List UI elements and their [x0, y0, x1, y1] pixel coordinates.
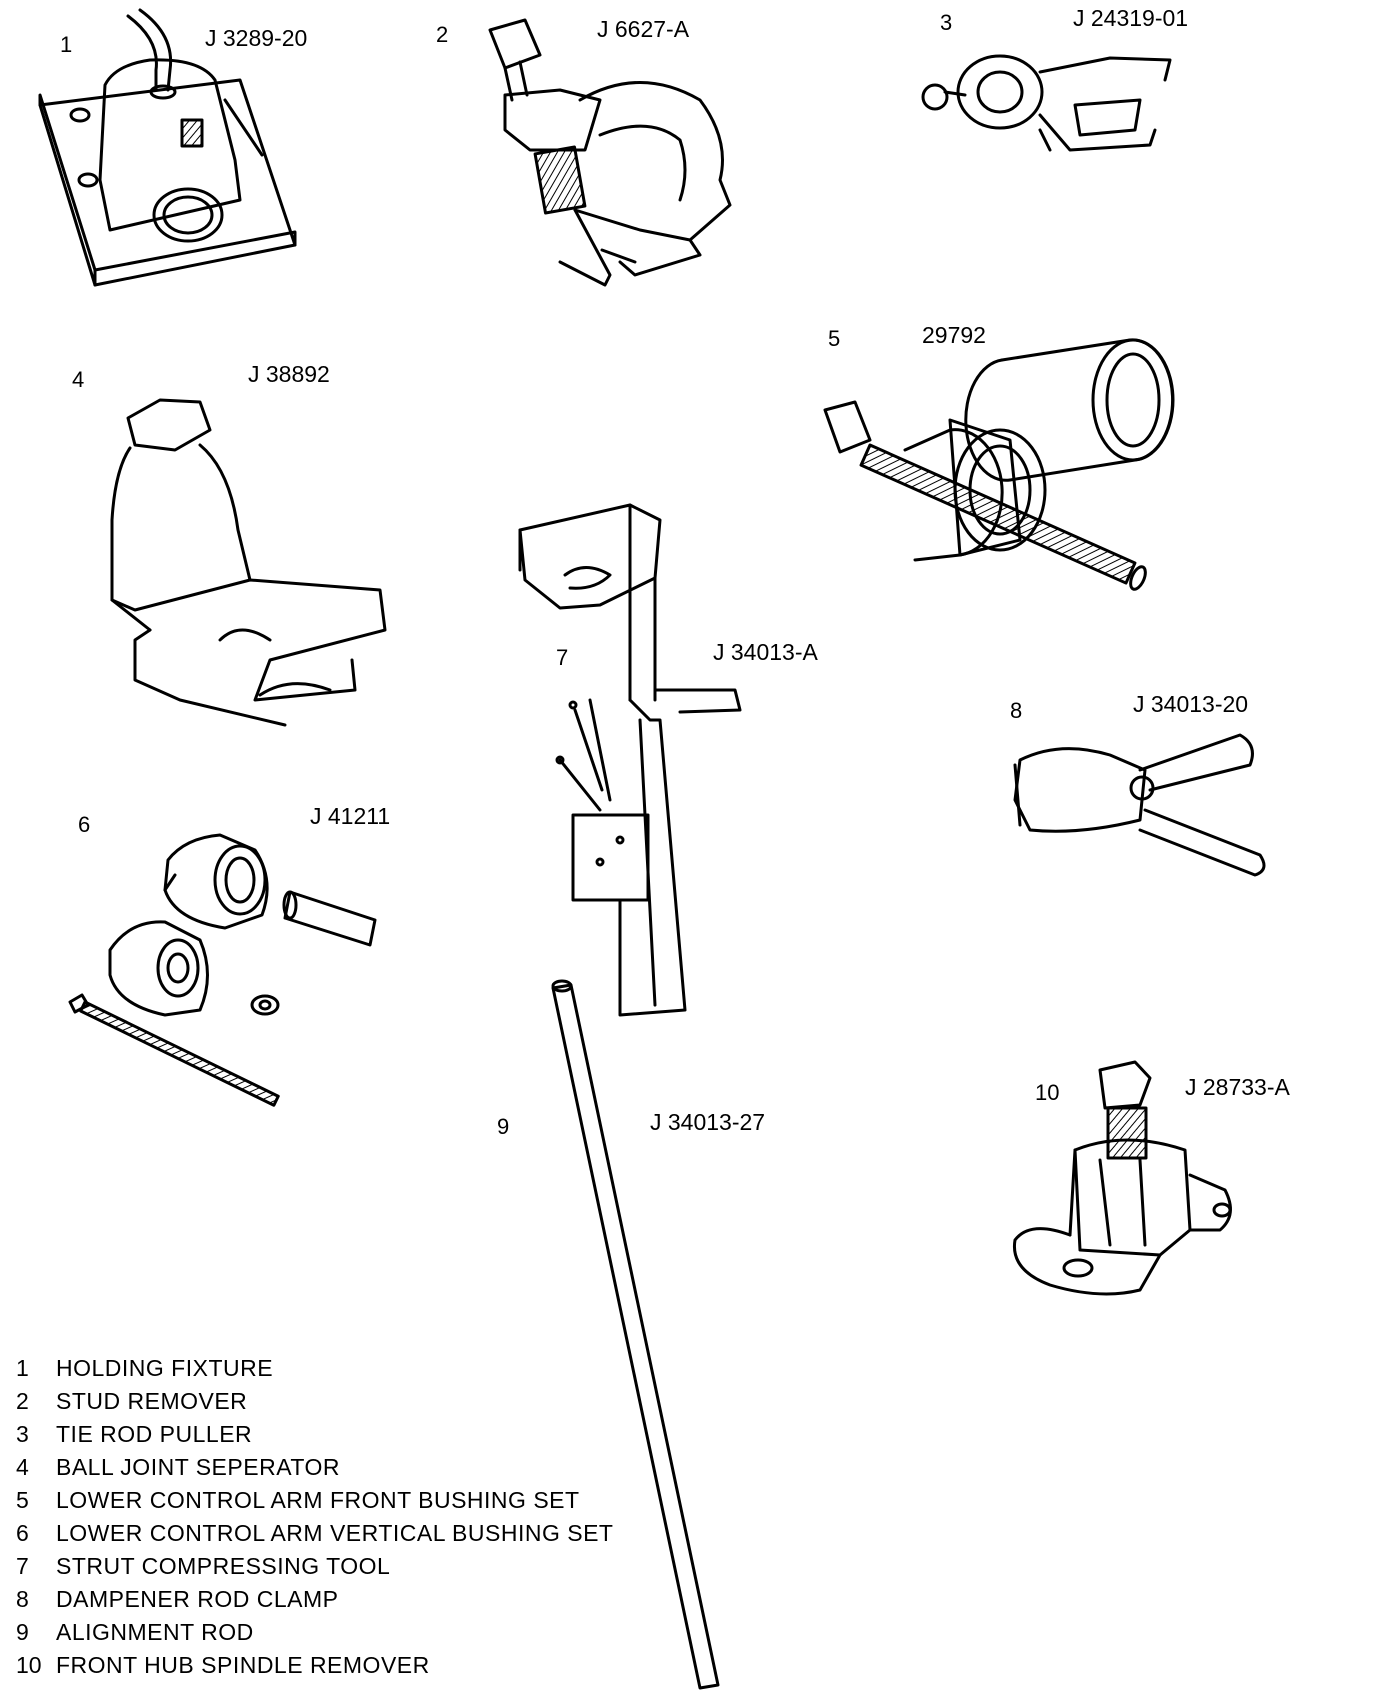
callouts: 1 J 3289-20 2 J 6627-A 3 J 24319-01 4 J …	[60, 5, 1291, 1139]
vertical-bushing-set-drawing	[68, 833, 377, 1107]
tool-legend: 1 HOLDING FIXTURE 2 STUD REMOVER 3 TIE ROD …	[16, 1352, 613, 1682]
dampener-rod-clamp-drawing	[1013, 733, 1266, 877]
legend-item: 9 ALIGNMENT ROD	[16, 1616, 613, 1649]
legend-name: DAMPENER ROD CLAMP	[56, 1586, 339, 1612]
legend-item: 7 STRUT COMPRESSING TOOL	[16, 1550, 613, 1583]
legend-item: 10 FRONT HUB SPINDLE REMOVER	[16, 1649, 613, 1682]
callout-number: 6	[78, 812, 90, 837]
strut-compressing-tool-drawing	[518, 503, 742, 1017]
legend-number: 5	[16, 1487, 29, 1513]
legend-name: LOWER CONTROL ARM FRONT BUSHING SET	[56, 1487, 580, 1513]
legend-name: HOLDING FIXTURE	[56, 1355, 274, 1381]
callout-number: 7	[556, 645, 568, 670]
legend-number: 4	[16, 1454, 29, 1480]
callout-part-number: J 41211	[310, 803, 390, 829]
legend-item: 1 HOLDING FIXTURE	[16, 1352, 613, 1385]
legend-number: 6	[16, 1520, 29, 1546]
legend-item: 3 TIE ROD PULLER	[16, 1418, 613, 1451]
legend-name: ALIGNMENT ROD	[56, 1619, 254, 1645]
legend-number: 7	[16, 1553, 29, 1579]
front-bushing-set-drawing	[823, 338, 1175, 591]
legend-name: STRUT COMPRESSING TOOL	[56, 1553, 391, 1579]
legend-number: 10	[16, 1652, 42, 1678]
callout-number: 3	[940, 10, 952, 35]
legend-item: 8 DAMPENER ROD CLAMP	[16, 1583, 613, 1616]
legend-number: 1	[16, 1355, 29, 1381]
callout-part-number: J 34013-A	[713, 639, 819, 665]
front-hub-spindle-remover-drawing	[1012, 1060, 1232, 1296]
alignment-rod-drawing	[551, 979, 720, 1690]
legend-name: FRONT HUB SPINDLE REMOVER	[56, 1652, 430, 1678]
tie-rod-puller-drawing	[921, 54, 1172, 152]
callout-part-number: J 34013-27	[650, 1109, 765, 1135]
legend-number: 9	[16, 1619, 29, 1645]
callout-number: 1	[60, 32, 72, 57]
holding-fixture-drawing	[38, 8, 297, 287]
callout-part-number: J 6627-A	[597, 16, 690, 42]
legend-item: 4 BALL JOINT SEPERATOR	[16, 1451, 613, 1484]
legend-item: 2 STUD REMOVER	[16, 1385, 613, 1418]
callout-number: 10	[1035, 1080, 1059, 1105]
legend-number: 8	[16, 1586, 29, 1612]
callout-number: 4	[72, 367, 84, 392]
ball-joint-seperator-drawing	[110, 398, 387, 727]
legend-name: STUD REMOVER	[56, 1388, 248, 1414]
callout-number: 9	[497, 1114, 509, 1139]
legend-name: TIE ROD PULLER	[56, 1421, 253, 1447]
legend-name: BALL JOINT SEPERATOR	[56, 1454, 340, 1480]
legend-number: 3	[16, 1421, 29, 1447]
legend-item: 6 LOWER CONTROL ARM VERTICAL BUSHING SET	[16, 1517, 613, 1550]
callout-part-number: J 34013-20	[1133, 691, 1248, 717]
callout-number: 5	[828, 326, 840, 351]
callout-part-number: J 24319-01	[1073, 5, 1188, 31]
callout-part-number: 29792	[922, 322, 986, 348]
callout-number: 8	[1010, 698, 1022, 723]
callout-part-number: J 28733-A	[1185, 1074, 1291, 1100]
callout-part-number: J 38892	[248, 361, 330, 387]
legend-name: LOWER CONTROL ARM VERTICAL BUSHING SET	[56, 1520, 614, 1546]
stud-remover-drawing	[488, 18, 732, 287]
legend-item: 5 LOWER CONTROL ARM FRONT BUSHING SET	[16, 1484, 613, 1517]
legend-number: 2	[16, 1388, 29, 1414]
callout-part-number: J 3289-20	[205, 25, 307, 51]
callout-number: 2	[436, 22, 448, 47]
